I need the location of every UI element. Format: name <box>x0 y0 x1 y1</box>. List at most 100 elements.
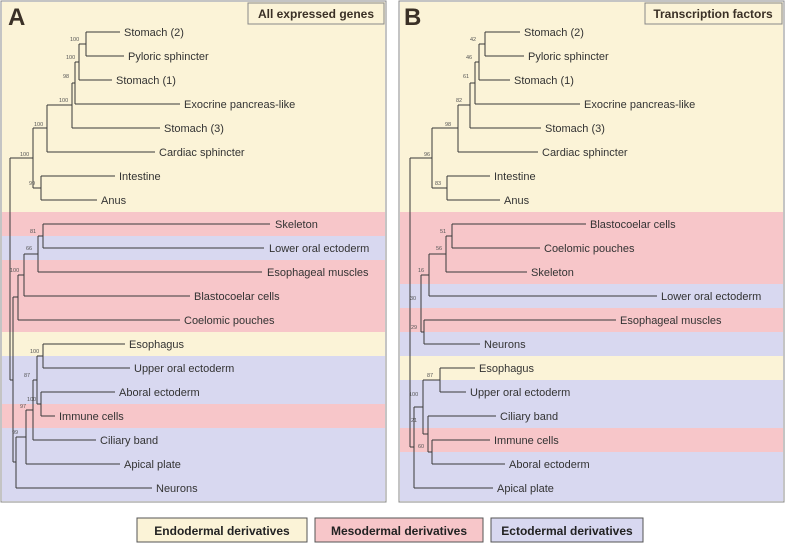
leaf-label: Ciliary band <box>100 435 158 447</box>
bootstrap-value: 100 <box>34 122 43 128</box>
leaf-label: Lower oral ectoderm <box>661 291 761 303</box>
leaf-label: Immune cells <box>59 411 124 423</box>
leaf-label: Exocrine pancreas-like <box>184 99 295 111</box>
band-endo <box>2 92 385 116</box>
bootstrap-value: 51 <box>440 229 446 235</box>
band-meso <box>2 404 385 428</box>
leaf-label: Aboral ectoderm <box>119 387 200 399</box>
bootstrap-value: 66 <box>26 246 32 252</box>
bootstrap-value: 98 <box>63 74 69 80</box>
panel-b-tree <box>409 31 657 489</box>
bootstrap-value: 16 <box>418 268 424 274</box>
bootstrap-value: 97 <box>20 404 26 410</box>
band-endo <box>400 92 783 116</box>
bootstrap-value: 56 <box>436 246 442 252</box>
leaf-label: Cardiac sphincter <box>159 147 245 159</box>
leaf-label: Anus <box>101 195 127 207</box>
bootstrap-value: 87 <box>24 373 30 379</box>
leaf-label: Stomach (1) <box>514 75 574 87</box>
bootstrap-value: 100 <box>30 349 39 355</box>
leaf-label: Stomach (2) <box>124 27 184 39</box>
leaf-label: Anus <box>504 195 530 207</box>
leaf-label: Skeleton <box>531 267 574 279</box>
leaf-label: Coelomic pouches <box>544 243 635 255</box>
leaf-label: Esophageal muscles <box>620 315 722 327</box>
branch <box>9 157 33 381</box>
bootstrap-value: 96 <box>424 152 430 158</box>
leaf-label: Apical plate <box>497 483 554 495</box>
panel-a: A All expressed genes 100 100 <box>0 0 387 503</box>
legend-ectoderm-swatch <box>490 517 644 543</box>
bootstrap-value: 99 <box>29 181 35 187</box>
leaf-label: Neurons <box>156 483 198 495</box>
bootstrap-value: 81 <box>30 229 36 235</box>
panel-a-title-box <box>247 2 385 25</box>
panel-b-letter: B <box>404 4 421 31</box>
panel-a-letter: A <box>8 4 25 31</box>
leaf-label: Cardiac sphincter <box>542 147 628 159</box>
bootstrap-value: 100 <box>10 268 19 274</box>
bootstrap-value: 61 <box>463 74 469 80</box>
leaf-label: Neurons <box>484 339 526 351</box>
leaf-label: Esophagus <box>129 339 185 351</box>
leaf-label: Stomach (1) <box>116 75 176 87</box>
band-endo <box>400 44 783 68</box>
bootstrap-value: 100 <box>20 152 29 158</box>
panel-b-bands <box>400 2 783 501</box>
panel-a-frame <box>0 0 387 503</box>
leaf-label: Stomach (2) <box>524 27 584 39</box>
panel-b-title-box <box>644 2 783 25</box>
bootstrap-value: 30 <box>410 296 416 302</box>
band-endo <box>400 68 783 92</box>
bootstrap-value: 100 <box>66 55 75 61</box>
leaf-label: Skeleton <box>275 219 318 231</box>
bootstrap-value: 98 <box>445 122 451 128</box>
legend-endoderm-label: Endodermal derivatives <box>154 524 290 538</box>
bootstrap-value: 46 <box>466 55 472 61</box>
band-endo <box>2 68 385 92</box>
bootstrap-value: 100 <box>70 37 79 43</box>
bootstrap-value: 83 <box>435 181 441 187</box>
leaf-label: Immune cells <box>494 435 559 447</box>
panel-b-frame <box>398 0 785 503</box>
bootstrap-value: 60 <box>418 444 424 450</box>
branch <box>420 274 429 333</box>
leaf-label: Ciliary band <box>500 411 558 423</box>
leaf-label: Pyloric sphincter <box>128 51 209 63</box>
bootstrap-value: 29 <box>411 325 417 331</box>
legend-ectoderm-label: Ectodermal derivatives <box>501 524 633 538</box>
leaf-label: Coelomic pouches <box>184 315 275 327</box>
panel-a-title: All expressed genes <box>258 7 374 21</box>
band-endo <box>2 44 385 68</box>
leaf-label: Stomach (3) <box>164 123 224 135</box>
leaf-label: Esophageal muscles <box>267 267 369 279</box>
leaf-label: Esophagus <box>479 363 535 375</box>
leaf-label: Intestine <box>119 171 161 183</box>
leaf-label: Blastocoelar cells <box>194 291 280 303</box>
panel-b-bootstrap-values: 42 46 61 82 98 96 83 51 56 16 30 29 87 1… <box>409 37 476 450</box>
leaf-label: Intestine <box>494 171 536 183</box>
bootstrap-value: 82 <box>456 98 462 104</box>
panel-a-tree <box>9 31 270 489</box>
bootstrap-value: 21 <box>411 418 417 424</box>
band-endo <box>2 116 385 140</box>
panel-a-bootstrap-values: 100 100 98 100 100 100 99 81 66 100 100 … <box>10 37 79 436</box>
legend-mesoderm-label: Mesodermal derivatives <box>331 524 467 538</box>
branch <box>409 157 432 448</box>
leaf-label: Blastocoelar cells <box>590 219 676 231</box>
leaf-label: Upper oral ectoderm <box>470 387 570 399</box>
bootstrap-value: 42 <box>470 37 476 43</box>
bootstrap-value: 100 <box>409 392 418 398</box>
legend-endoderm-swatch <box>136 517 308 543</box>
bootstrap-value: 100 <box>59 98 68 104</box>
panel-b-title: Transcription factors <box>653 7 773 21</box>
bootstrap-value: 100 <box>27 397 36 403</box>
bootstrap-value: 87 <box>427 373 433 379</box>
leaf-label: Stomach (3) <box>545 123 605 135</box>
leaf-label: Aboral ectoderm <box>509 459 590 471</box>
leaf-label: Exocrine pancreas-like <box>584 99 695 111</box>
leaf-label: Pyloric sphincter <box>528 51 609 63</box>
leaf-label: Apical plate <box>124 459 181 471</box>
